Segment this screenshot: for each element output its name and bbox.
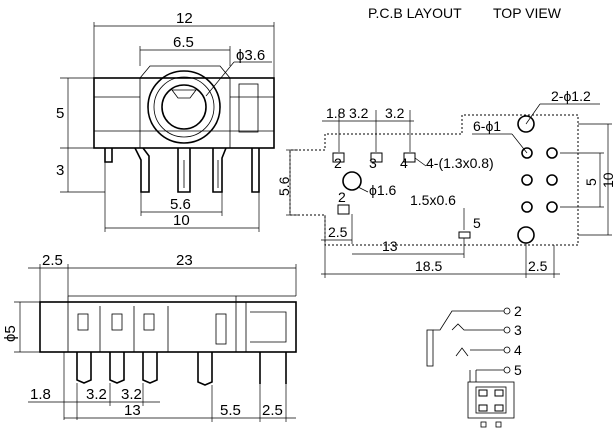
- front-pin-4: [212, 147, 227, 193]
- front-housing: [93, 77, 275, 149]
- pcb-dim-height: 5.6: [276, 176, 292, 196]
- pcb-dim-left-2-5: 2.5: [328, 224, 348, 240]
- pcb-pad-2-top: 2: [334, 155, 342, 171]
- pcb-mount-hole-1: [517, 115, 535, 133]
- pcb-dim-v10: 10: [600, 172, 615, 188]
- schematic-sleeve: [426, 329, 434, 367]
- side-view: 2.5 23 ϕ5 1.8 3.2 3.2 13 5.5 2.5: [2, 252, 297, 422]
- front-view: 12 6.5 ϕ3.6 5 3 5.6 10: [56, 10, 275, 232]
- schematic-pin-2: 2: [514, 303, 522, 319]
- schematic-footprint: [467, 381, 515, 419]
- pcb-pad-2-low: 2: [338, 189, 346, 205]
- pin-schematic: 2 3 4 5: [426, 303, 522, 428]
- front-dim-pin-span: 10: [173, 212, 190, 229]
- front-dim-bore-dia: ϕ3.6: [236, 47, 265, 64]
- side-dim-pitch-b: 3.2: [121, 386, 142, 403]
- pcb-dim-span-18-5: 18.5: [415, 258, 442, 274]
- pcb-pad-4: 4: [400, 155, 408, 171]
- front-bore-inner: [161, 84, 207, 130]
- side-dim-span-13: 13: [124, 402, 141, 419]
- pcb-dim-center-hole: ϕ1.6: [369, 182, 397, 198]
- front-dim-pin-pitch: 5.6: [170, 196, 191, 213]
- schematic-pin-3: 3: [514, 322, 522, 338]
- pcb-dim-slots: 4-(1.3x0.8): [426, 155, 494, 171]
- front-pin-5: [251, 148, 260, 193]
- pcb-dim-d2: 3.2: [349, 105, 369, 121]
- pcb-pad-5: 5: [473, 215, 481, 231]
- front-pin-2: [134, 147, 150, 193]
- pcb-dim-d3: 3.2: [385, 105, 405, 121]
- front-dim-pin-len: 3: [56, 162, 64, 179]
- pcb-dim-v5: 5: [583, 178, 599, 186]
- schematic-pin-5: 5: [514, 362, 522, 378]
- pcb-dim-slot-5: 1.5x0.6: [410, 192, 456, 208]
- side-dim-span-5-5: 5.5: [220, 402, 241, 419]
- pcb-mount-hole-2: [517, 226, 535, 244]
- pcb-dim-span-13: 13: [382, 238, 398, 254]
- pcb-pad-3: 3: [369, 155, 377, 171]
- front-pin-3: [177, 148, 191, 193]
- side-dim-span-2-5: 2.5: [262, 402, 283, 419]
- side-dim-length: 23: [176, 252, 193, 269]
- side-pin-1: [76, 352, 92, 384]
- side-dim-dia: ϕ5: [2, 325, 19, 342]
- side-pin-4: [197, 352, 213, 386]
- front-pin-1: [104, 148, 113, 163]
- front-dim-height: 5: [56, 105, 64, 122]
- pcb-layout-label: P.C.B LAYOUT: [368, 5, 462, 21]
- pcb-layout-view: 2 3 4 2 5 1.8 3.2 3.2 2-ϕ1.2 6-ϕ1 4-(1.3…: [276, 88, 615, 278]
- side-dim-offset: 2.5: [42, 252, 63, 269]
- front-bore-outer: [147, 70, 221, 144]
- front-dim-width: 12: [176, 10, 193, 27]
- side-pin-3: [142, 352, 158, 384]
- side-dim-pin-first: 1.8: [30, 386, 51, 403]
- front-window: [238, 83, 259, 133]
- pcb-dim-mount-holes: 2-ϕ1.2: [551, 88, 591, 104]
- front-dim-hole-spacing: 6.5: [173, 34, 194, 51]
- pcb-dim-right-2-5: 2.5: [528, 258, 548, 274]
- side-pin-2: [109, 352, 125, 384]
- schematic-pin-4: 4: [514, 342, 522, 358]
- pcb-center-hole: [342, 171, 362, 191]
- side-dim-pitch-a: 3.2: [86, 386, 107, 403]
- pcb-dim-d1: 1.8: [326, 105, 346, 121]
- top-view-label: TOP VIEW: [493, 5, 562, 21]
- pcb-dim-pin-holes: 6-ϕ1: [473, 118, 501, 134]
